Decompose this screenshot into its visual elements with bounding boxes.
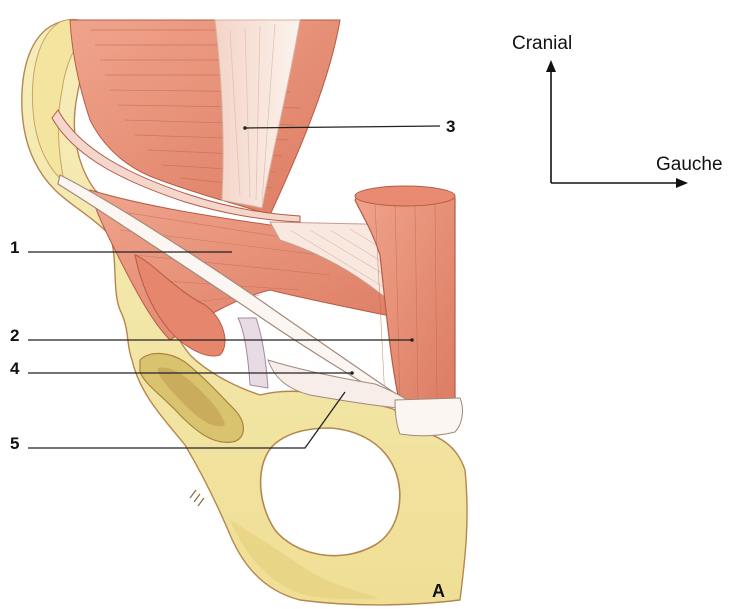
- callout-4: 4: [10, 359, 20, 378]
- obturator-foramen: [261, 428, 400, 556]
- cranial-label: Cranial: [512, 33, 572, 54]
- callout-2: 2: [10, 326, 19, 345]
- leader-2-dot: [410, 338, 414, 342]
- leader-4-dot: [350, 371, 354, 375]
- cranial-arrowhead: [546, 60, 556, 72]
- femoral-sheath: [238, 318, 268, 388]
- bone-marking: [190, 490, 204, 506]
- orientation-indicator: Cranial Gauche: [512, 33, 723, 188]
- pubic-tubercle: [395, 398, 462, 436]
- callout-5: 5: [10, 434, 19, 453]
- left-arrowhead: [676, 178, 688, 188]
- left-label: Gauche: [656, 154, 723, 175]
- leader-3-dot: [243, 126, 247, 130]
- callout-1: 1: [10, 238, 19, 257]
- panel-letter: A: [432, 581, 445, 601]
- abdominal-wall-muscle: [70, 20, 340, 215]
- rectus-abdominis-top: [355, 186, 455, 206]
- callout-3: 3: [446, 117, 455, 136]
